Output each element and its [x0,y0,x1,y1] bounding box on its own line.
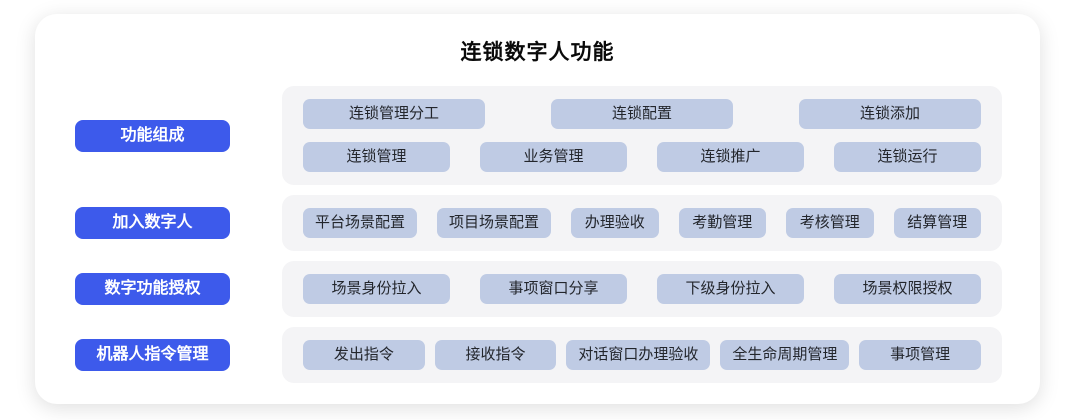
chip-line: 平台场景配置项目场景配置办理验收考勤管理考核管理结算管理 [303,208,982,238]
function-chip: 接收指令 [434,340,557,370]
function-chip: 平台场景配置 [303,208,418,238]
function-panel: 发出指令接收指令对话窗口办理验收全生命周期管理事项管理 [282,327,1002,383]
function-chip: 全生命周期管理 [720,340,850,370]
function-chip: 下级身份拉入 [657,274,804,304]
chip-line: 连锁管理分工 连锁配置 连锁添加 [303,99,981,129]
chip-line: 连锁管理业务管理连锁推广连锁运行 [303,142,981,172]
category-label: 机器人指令管理 [75,339,230,371]
function-chip: 连锁推广 [657,142,804,172]
function-row: 加入数字人 平台场景配置项目场景配置办理验收考勤管理考核管理结算管理 [75,195,1002,251]
function-chip: 事项管理 [859,340,981,370]
function-chip: 结算管理 [893,208,982,238]
function-chip: 业务管理 [480,142,627,172]
function-chip: 项目场景配置 [437,208,552,238]
function-chip: 事项窗口分享 [480,274,627,304]
function-chip: 连锁管理分工 [303,99,485,129]
function-chip: 发出指令 [303,340,425,370]
function-panel: 平台场景配置项目场景配置办理验收考勤管理考核管理结算管理 [282,195,1002,251]
category-label: 功能组成 [75,119,230,152]
function-chip: 考勤管理 [678,208,767,238]
category-label: 数字功能授权 [75,273,230,305]
main-card: 连锁数字人功能 功能组成 连锁管理分工连锁配置连锁添加连锁管理业务管理连锁推广连… [35,14,1040,404]
function-chip: 对话窗口办理验收 [566,340,711,370]
function-chip: 场景权限授权 [834,274,981,304]
chip-line: 发出指令接收指令对话窗口办理验收全生命周期管理事项管理 [303,340,981,370]
page-title: 连锁数字人功能 [460,41,615,64]
function-chip: 考核管理 [786,208,874,238]
function-chip: 连锁配置 [551,99,733,129]
function-chip: 办理验收 [571,208,659,238]
function-chip: 连锁运行 [834,142,981,172]
function-chip: 连锁添加 [799,99,981,129]
rows-container: 功能组成 连锁管理分工 连锁配置 连锁添加连锁管理业务管理连锁推广连锁运行 加入数字… [75,86,1002,383]
function-chip: 场景身份拉入 [303,274,450,304]
function-row: 数字功能授权 场景身份拉入事项窗口分享下级身份拉入场景权限授权 [75,261,1002,317]
function-row: 功能组成 连锁管理分工 连锁配置 连锁添加连锁管理业务管理连锁推广连锁运行 [75,86,1002,185]
function-row: 机器人指令管理 发出指令接收指令对话窗口办理验收全生命周期管理事项管理 [75,327,1002,383]
function-panel: 连锁管理分工 连锁配置 连锁添加连锁管理业务管理连锁推广连锁运行 [282,86,1002,185]
category-label: 加入数字人 [75,207,230,239]
function-chip: 连锁管理 [303,142,450,172]
chip-line: 场景身份拉入事项窗口分享下级身份拉入场景权限授权 [303,274,981,304]
function-panel: 场景身份拉入事项窗口分享下级身份拉入场景权限授权 [282,261,1002,317]
